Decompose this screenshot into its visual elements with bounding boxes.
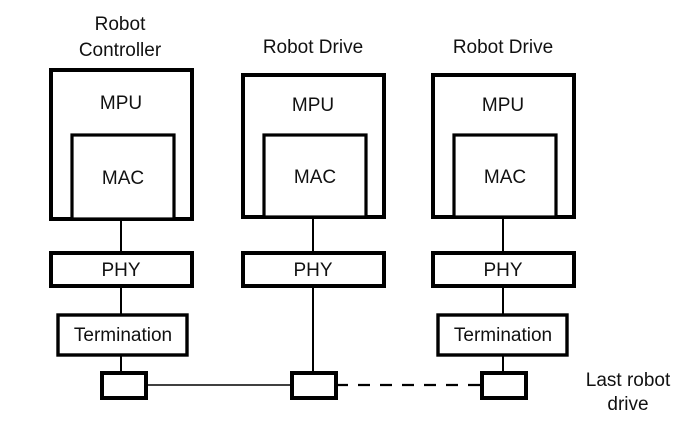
phy-box-robot-drive-1	[241, 251, 386, 288]
column-title-robot-drive-1: Robot Drive	[263, 37, 363, 58]
connector-box-robot-drive-last	[480, 371, 528, 400]
mpu-label-robot-drive-last: MPU	[482, 95, 524, 116]
termination-box-robot-controller	[56, 313, 189, 357]
phy-label-robot-drive-last: PHY	[483, 260, 522, 281]
column-title-robot-controller-line-2: Controller	[79, 40, 162, 61]
mac-box-robot-controller	[70, 133, 176, 221]
phy-label-robot-controller: PHY	[101, 260, 140, 281]
mac-box-robot-drive-last	[452, 133, 558, 219]
mac-box-robot-drive-1	[262, 133, 368, 219]
connector-box-robot-controller	[100, 371, 148, 400]
last-robot-drive-note-line-1: Last robot	[586, 370, 671, 391]
last-robot-drive-note-line-2: drive	[607, 394, 648, 415]
mpu-label-robot-drive-1: MPU	[292, 95, 334, 116]
termination-label-robot-controller: Termination	[74, 325, 172, 346]
termination-label-robot-drive-last: Termination	[454, 325, 552, 346]
termination-box-robot-drive-last	[436, 313, 569, 357]
column-title-robot-controller-line-1: Robot	[95, 14, 146, 35]
mac-label-robot-controller: MAC	[102, 168, 144, 189]
mac-label-robot-drive-1: MAC	[294, 167, 336, 188]
phy-label-robot-drive-1: PHY	[293, 260, 332, 281]
mac-label-robot-drive-last: MAC	[484, 167, 526, 188]
connector-box-robot-drive-1	[290, 371, 338, 400]
mpu-label-robot-controller: MPU	[100, 93, 142, 114]
column-title-robot-drive-last: Robot Drive	[453, 37, 553, 58]
phy-box-robot-drive-last	[431, 251, 576, 288]
